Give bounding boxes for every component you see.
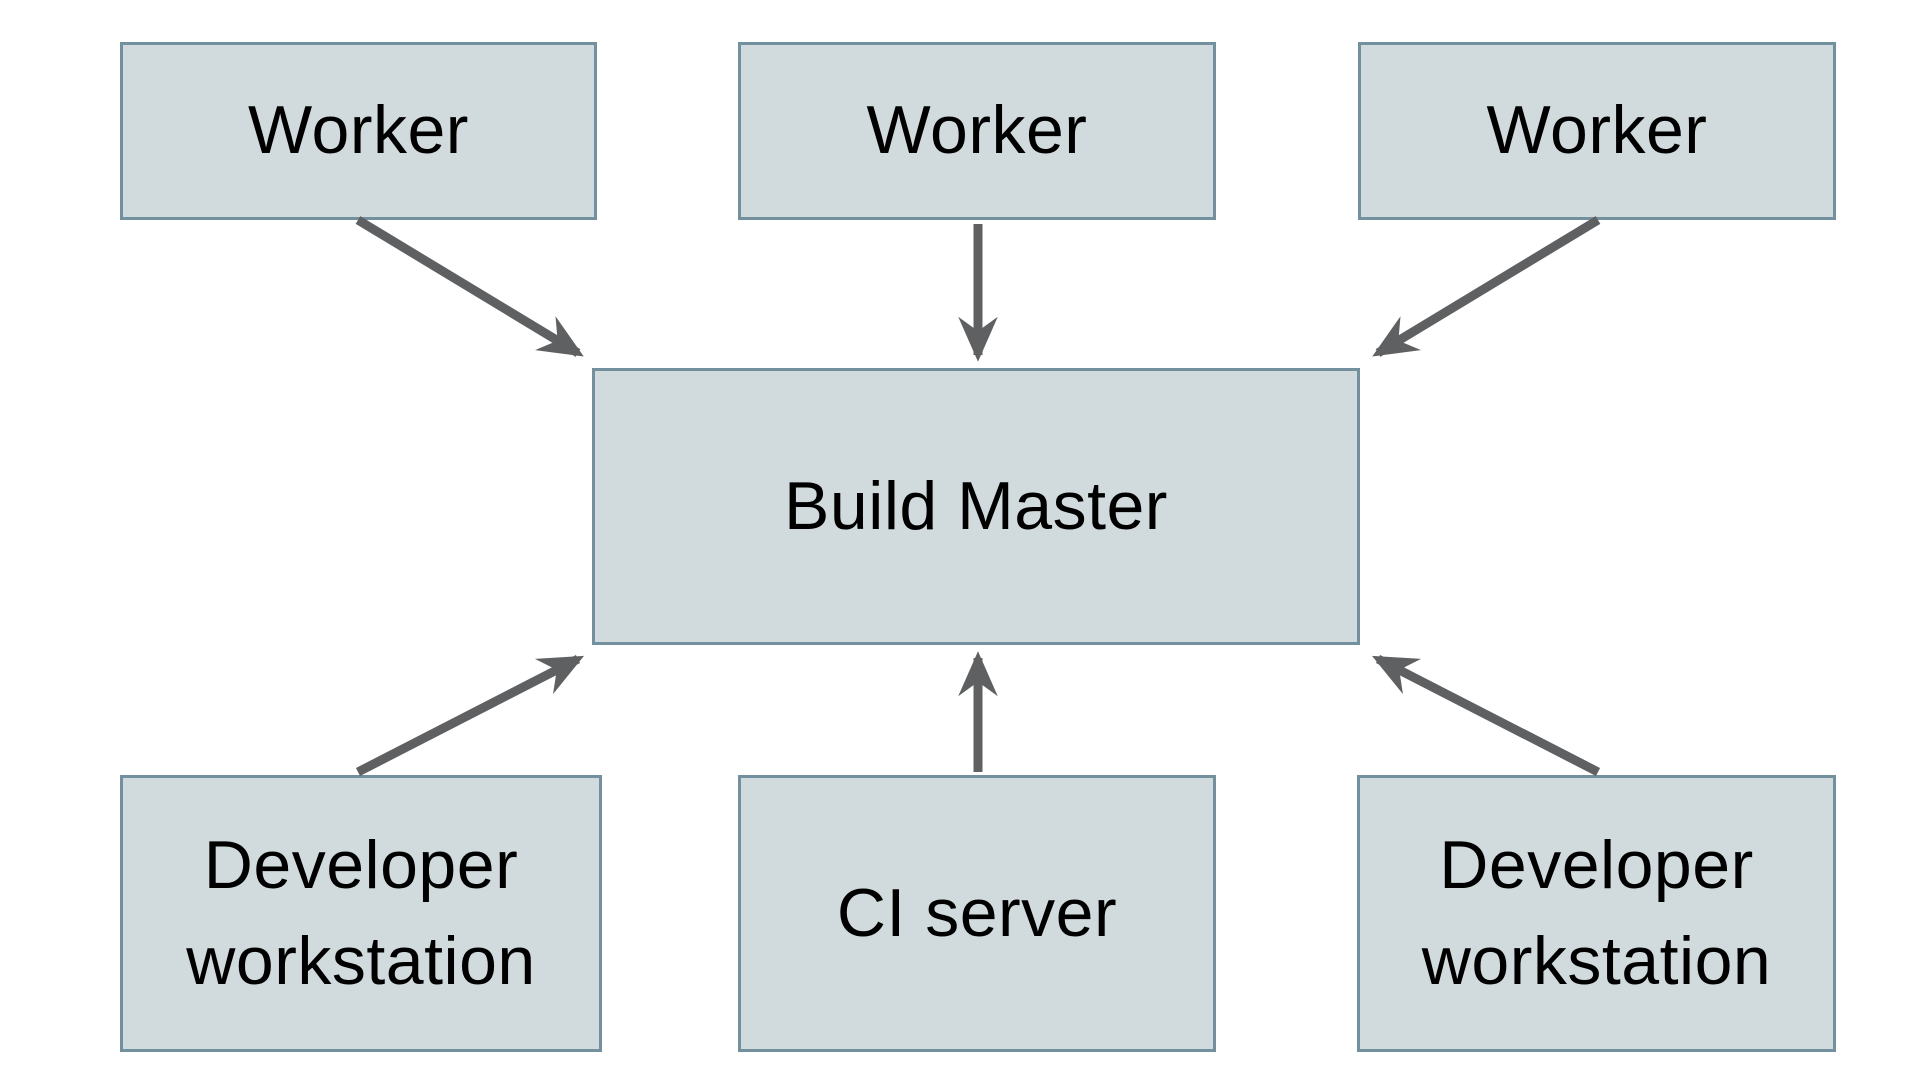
arrow-developer-workstation-left-to-build-master: [355, 654, 585, 777]
arrow-developer-workstation-right-to-build-master: [1371, 654, 1601, 777]
node-label: CI server: [836, 874, 1118, 951]
node-label: Build Master: [784, 467, 1168, 544]
node-label: Worker: [1486, 92, 1708, 169]
node-ci-server: CI server: [738, 775, 1216, 1052]
arrow-worker-right-to-build-master: [1372, 216, 1601, 357]
node-label: Worker: [866, 92, 1088, 169]
node-developer-workstation-right: Developer workstation: [1357, 775, 1836, 1052]
node-label: Developer workstation: [186, 827, 536, 999]
node-label: Developer workstation: [1421, 827, 1772, 999]
node-label: Worker: [248, 92, 469, 169]
node-build-master: Build Master: [592, 368, 1360, 645]
node-worker-center: Worker: [738, 42, 1216, 220]
node-developer-workstation-left: Developer workstation: [120, 775, 602, 1052]
arrow-worker-left-to-build-master: [355, 216, 584, 357]
node-worker-left: Worker: [120, 42, 597, 220]
node-worker-right: Worker: [1358, 42, 1836, 220]
